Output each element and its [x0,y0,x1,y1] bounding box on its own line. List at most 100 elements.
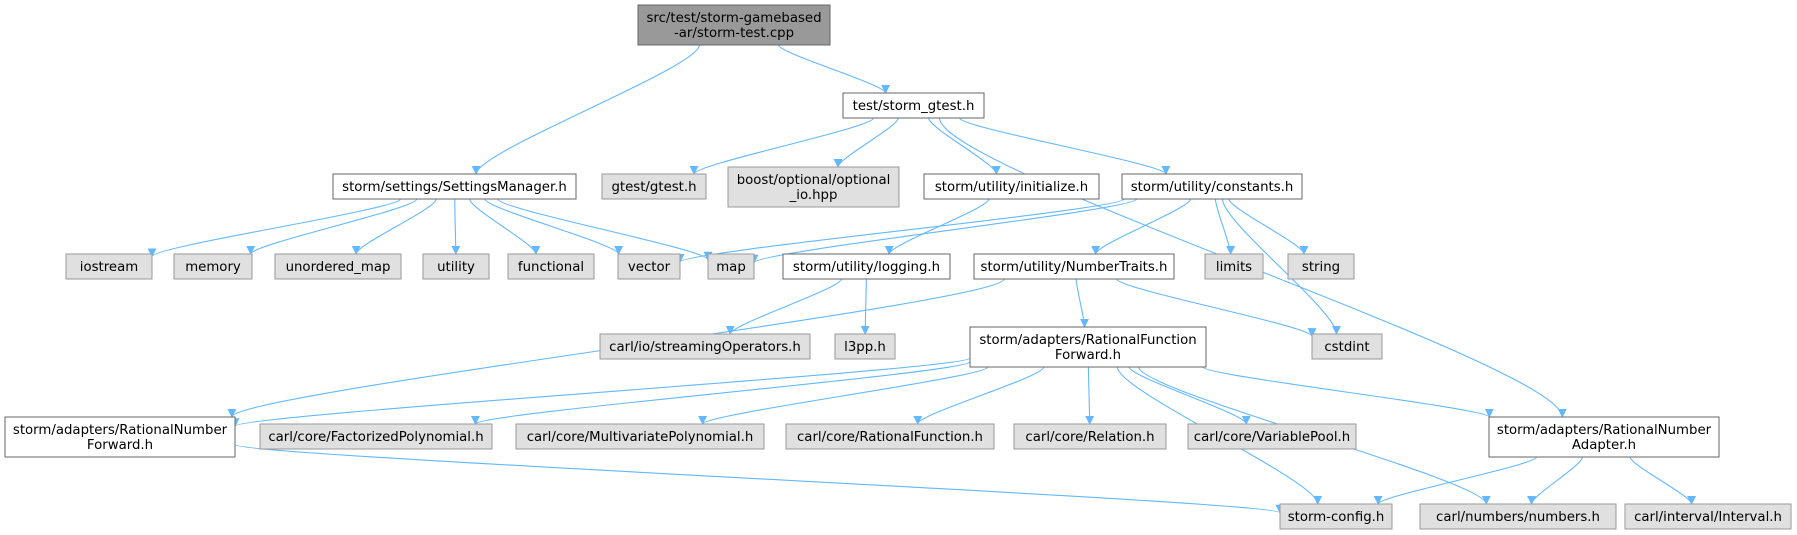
edge-constants-to-string [1228,198,1309,255]
node-gtest_gtest: gtest/gtest.h [601,173,707,200]
node-cstdint: cstdint [1311,333,1383,360]
edge-gtest_h-to-gtest_gtest [689,117,875,175]
node-map: map [707,253,755,280]
edge-settings-to-iostream [147,198,402,258]
edge-logging-to-streamingops [725,278,842,335]
node-label-iostream: iostream [80,260,138,275]
node-box-varpool [1187,423,1357,450]
node-relation: carl/core/Relation.h [1013,423,1167,450]
edge-rff-to-varpool [1128,366,1251,425]
node-label-varpool: carl/core/VariablePool.h [1194,430,1350,445]
edge-settings-to-functional [469,198,541,255]
node-label-rnf: Forward.h [87,438,153,453]
node-label-functional: functional [518,260,584,275]
node-box-functional [507,253,595,280]
node-box-string [1287,253,1355,280]
node-gtest_h[interactable]: test/storm_gtest.h [842,92,985,119]
node-label-rff: storm/adapters/RationalFunction [979,333,1196,348]
node-box-interval [1624,503,1792,530]
node-box-utility [422,253,490,280]
node-label-boost: boost/optional/optional [737,173,891,188]
node-utility: utility [422,253,490,280]
edge-rff-to-factorized [471,361,971,425]
node-box-unordered_map [274,253,402,280]
node-box-numbertraits[interactable] [973,253,1175,280]
node-label-streamingops: carl/io/streamingOperators.h [609,340,801,355]
node-box-gtest_gtest [601,173,707,200]
node-box-gtest_h[interactable] [842,92,985,119]
node-label-memory: memory [185,260,241,275]
node-string: string [1287,253,1355,280]
node-label-ratfunc: carl/core/RationalFunction.h [797,430,983,445]
edge-gtest_h-to-initialize [928,117,1001,175]
node-constants[interactable]: storm/utility/constants.h [1121,173,1303,200]
node-box-settings[interactable] [332,173,577,200]
edge-numbertraits-to-rff [1075,278,1089,328]
edge-settings-to-utility [451,198,461,255]
node-label-rnf: storm/adapters/RationalNumber [13,423,228,438]
node-unordered_map: unordered_map [274,253,402,280]
node-label-gtest_gtest: gtest/gtest.h [611,180,696,195]
node-box-relation [1013,423,1167,450]
edge-constants-to-vector [675,198,1125,263]
node-box-memory [173,253,253,280]
node-vector: vector [617,253,681,280]
node-label-root: src/test/storm-gamebased [646,11,821,26]
node-box-limits [1204,253,1264,280]
node-label-initialize: storm/utility/initialize.h [935,180,1088,195]
node-box-initialize[interactable] [923,173,1100,200]
node-box-stormconfig [1279,503,1393,530]
node-iostream: iostream [65,253,153,280]
node-label-cstdint: cstdint [1324,340,1369,355]
node-label-vector: vector [628,260,671,275]
node-box-rna[interactable] [1488,416,1720,458]
edge-settings-to-unordered_map [351,198,437,255]
node-label-multivariate: carl/core/MultivariatePolynomial.h [527,430,754,445]
node-logging[interactable]: storm/utility/logging.h [782,253,951,280]
node-settings[interactable]: storm/settings/SettingsManager.h [332,173,577,200]
edge-logging-to-l3pp [860,278,870,335]
node-label-rff: Forward.h [1055,348,1121,363]
edges-layer [147,44,1697,514]
node-box-logging[interactable] [782,253,951,280]
node-label-logging: storm/utility/logging.h [793,260,940,275]
node-label-settings: storm/settings/SettingsManager.h [342,180,567,195]
node-label-root: -ar/storm-test.cpp [674,26,794,41]
node-root[interactable]: src/test/storm-gamebased-ar/storm-test.c… [637,4,831,46]
edge-gtest_h-to-boost [833,117,899,168]
node-label-rna: Adapter.h [1572,438,1636,453]
node-box-rnf[interactable] [4,416,236,458]
edge-rff-to-multivariate [698,366,989,425]
edge-rnf-to-stormconfig [234,443,1284,514]
node-box-root[interactable] [637,4,831,46]
edge-constants-to-cstdint [1221,198,1341,335]
node-box-rff[interactable] [969,326,1207,368]
node-box-vector [617,253,681,280]
edge-gtest_h-to-constants [959,117,1171,175]
node-memory: memory [173,253,253,280]
edge-root-to-gtest_h [778,44,890,94]
node-ratfunc: carl/core/RationalFunction.h [785,423,995,450]
node-label-limits: limits [1216,260,1252,275]
edge-constants-to-numbertraits [1091,198,1191,255]
node-initialize[interactable]: storm/utility/initialize.h [923,173,1100,200]
node-box-streamingops [599,333,811,360]
node-numbers: carl/numbers/numbers.h [1419,503,1617,530]
node-factorized: carl/core/FactorizedPolynomial.h [259,423,493,450]
edge-rff-to-rna [1202,366,1494,418]
node-label-interval: carl/interval/Interval.h [1634,510,1782,525]
node-label-map: map [716,260,746,275]
edge-root-to-settings [471,44,700,175]
node-box-factorized [259,423,493,450]
edge-settings-to-map [497,198,713,261]
node-box-constants[interactable] [1121,173,1303,200]
edge-rna-to-stormconfig [1373,456,1538,505]
node-streamingops: carl/io/streamingOperators.h [599,333,811,360]
node-label-constants: storm/utility/constants.h [1131,180,1294,195]
node-boost: boost/optional/optional_io.hpp [727,166,900,208]
node-label-utility: utility [437,260,475,275]
node-numbertraits[interactable]: storm/utility/NumberTraits.h [973,253,1175,280]
